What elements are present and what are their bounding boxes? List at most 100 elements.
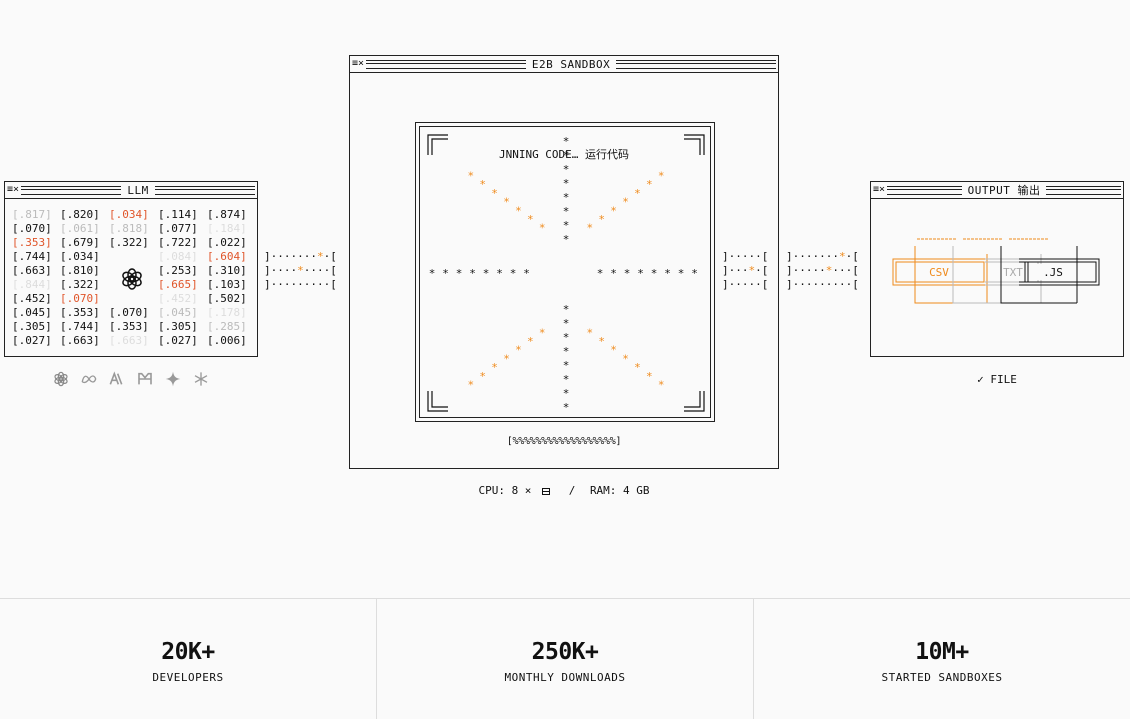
- token-cell: [.502]: [207, 292, 247, 305]
- openai-icon[interactable]: [53, 371, 69, 387]
- token-cell: [.810]: [60, 264, 100, 277]
- llm-titlebar: ≡× LLM: [5, 182, 257, 199]
- token-cell: [.820]: [60, 208, 100, 221]
- burst-star: *: [563, 205, 570, 218]
- cpu-label: CPU: 8 ×: [478, 484, 532, 497]
- stat-label: MONTHLY DOWNLOADS: [504, 671, 626, 684]
- connector-line: ]·······*·[: [264, 250, 337, 263]
- token-cell: [.663]: [109, 334, 149, 347]
- window-controls[interactable]: ≡×: [873, 184, 886, 195]
- title-rule-right: [154, 185, 256, 195]
- sandbox-specs: CPU: 8 × / RAM: 4 GB: [349, 484, 779, 497]
- token-cell: [.285]: [207, 320, 247, 333]
- stat-block: 10M+STARTED SANDBOXES: [753, 599, 1130, 719]
- burst-star: *: [563, 219, 570, 232]
- token-cell: [.310]: [207, 264, 247, 277]
- burst-star: *: [678, 267, 685, 280]
- llm-token-grid: [.817][.820][.034][.114][.874][.070][.06…: [12, 208, 251, 348]
- token-cell: [.817]: [12, 208, 52, 221]
- title-rule-right: [1046, 185, 1121, 195]
- token-cell: [.874]: [207, 208, 247, 221]
- token-cell: [.353]: [60, 306, 100, 319]
- js-file-icon: [1000, 246, 1100, 304]
- connector-line: ]···*·[: [722, 264, 769, 277]
- burst-star-accent: *: [646, 178, 653, 191]
- burst-star: *: [624, 267, 631, 280]
- mistral-icon[interactable]: [137, 371, 153, 387]
- token-cell: [.184]: [207, 222, 247, 235]
- token-cell: [109, 292, 158, 306]
- burst-star: *: [456, 267, 463, 280]
- burst-star-accent: *: [515, 204, 522, 217]
- burst-star-accent: *: [527, 213, 534, 226]
- burst-star: *: [496, 267, 503, 280]
- token-cell: [.452]: [12, 292, 52, 305]
- token-cell: [.027]: [12, 334, 52, 347]
- burst-star-accent: *: [610, 344, 617, 357]
- token-cell: [.353]: [12, 236, 52, 249]
- token-cell: [.744]: [60, 320, 100, 333]
- perplexity-icon[interactable]: [193, 371, 209, 387]
- burst-star-accent: *: [467, 378, 474, 391]
- burst-star: *: [563, 317, 570, 330]
- token-cell: [.084]: [158, 250, 198, 263]
- window-controls[interactable]: ≡×: [352, 58, 365, 69]
- connector-llm-to-sandbox: ]·······*·[]····*····[]·········[: [264, 250, 337, 292]
- code-execution-frame-inner: ****************************************…: [419, 126, 711, 418]
- token-cell: [.070]: [60, 292, 100, 305]
- token-cell: [.070]: [12, 222, 52, 235]
- burst-star-accent: *: [503, 196, 510, 209]
- csv-file-icon: [892, 238, 1049, 304]
- token-cell: [.045]: [12, 306, 52, 319]
- token-cell: [.322]: [60, 278, 100, 291]
- output-window: ≡× OUTPUT 输出 CSV TXT .JS: [870, 181, 1124, 357]
- token-cell: [.027]: [158, 334, 198, 347]
- chip-icon: [542, 487, 551, 495]
- burst-star-accent: *: [479, 178, 486, 191]
- ram-label: RAM: 4 GB: [589, 484, 650, 497]
- connector-line: ]·····[: [722, 250, 769, 263]
- token-cell: [.305]: [158, 320, 198, 333]
- title-rule-left: [21, 185, 122, 195]
- title-rule-right: [616, 59, 776, 69]
- burst-star-accent: *: [515, 344, 522, 357]
- burst-star: *: [691, 267, 698, 280]
- token-cell: [.744]: [12, 250, 52, 263]
- burst-star-accent: *: [646, 370, 653, 383]
- token-cell: [.663]: [12, 264, 52, 277]
- burst-star-accent: *: [539, 326, 546, 339]
- stat-value: 250K+: [531, 639, 599, 665]
- llm-window: ≡× LLM [.817][.820][.034][.114][.874][.0…: [4, 181, 258, 357]
- sandbox-window: ≡× E2B SANDBOX JNNING CODE… 运行代码 *******…: [349, 55, 779, 469]
- token-cell: [109, 250, 158, 264]
- burst-star-accent: *: [598, 213, 605, 226]
- meta-icon[interactable]: [81, 371, 97, 387]
- sandbox-titlebar: ≡× E2B SANDBOX: [350, 56, 778, 73]
- code-execution-frame: ****************************************…: [415, 122, 715, 422]
- burst-star: *: [563, 401, 570, 414]
- window-controls[interactable]: ≡×: [7, 184, 20, 195]
- burst-star: *: [563, 345, 570, 358]
- burst-star-accent: *: [658, 170, 665, 183]
- burst-star: *: [523, 267, 530, 280]
- token-cell: [.679]: [60, 236, 100, 249]
- token-cell: [.722]: [158, 236, 198, 249]
- token-cell: [.178]: [207, 306, 247, 319]
- output-title: OUTPUT 输出: [961, 182, 1047, 198]
- connector-line: ]·········[: [786, 278, 859, 291]
- connector-line: ]·······*·[: [786, 250, 859, 263]
- burst-star-accent: *: [622, 196, 629, 209]
- title-rule-left: [887, 185, 962, 195]
- stat-label: DEVELOPERS: [152, 671, 224, 684]
- burst-star: *: [563, 303, 570, 316]
- token-cell: [.061]: [60, 222, 100, 235]
- burst-star: *: [563, 135, 570, 148]
- anthropic-icon[interactable]: [109, 371, 125, 387]
- burst-star-accent: *: [658, 378, 665, 391]
- connector-line: ]·········[: [264, 278, 337, 291]
- burst-star: *: [563, 359, 570, 372]
- gemini-icon[interactable]: [165, 371, 181, 387]
- burst-star: *: [429, 267, 436, 280]
- burst-star-accent: *: [479, 370, 486, 383]
- burst-star-accent: *: [503, 352, 510, 365]
